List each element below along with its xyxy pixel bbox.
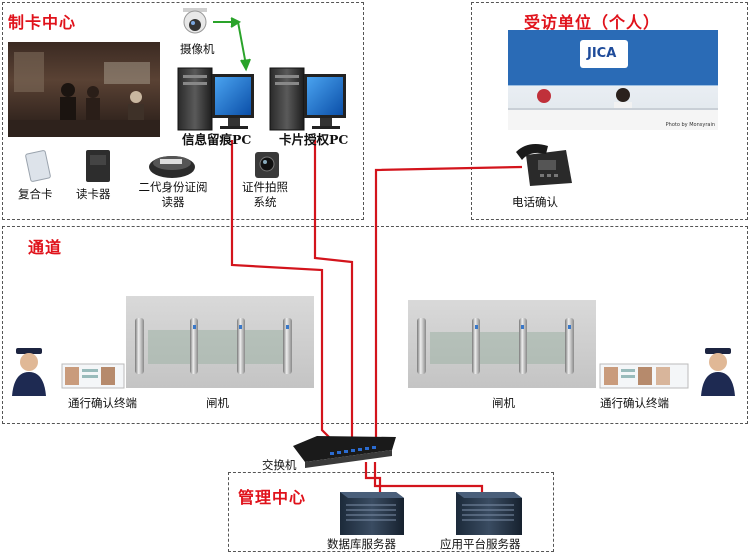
photo-system-label: 证件拍照系统 bbox=[242, 180, 288, 209]
management-title: 管理中心 bbox=[238, 488, 307, 507]
camera-icon bbox=[183, 8, 207, 34]
info-pc-label: 信息留痕PC bbox=[182, 132, 252, 147]
jica-logo: JICA bbox=[587, 46, 617, 61]
office-photo bbox=[8, 42, 160, 137]
management-zone bbox=[228, 472, 554, 552]
terminal-right-icon bbox=[599, 363, 689, 389]
left-gate-graphic bbox=[126, 296, 314, 388]
photo-credit: Photo by Monsyrain bbox=[665, 122, 715, 128]
right-gate-graphic bbox=[408, 300, 596, 388]
camera-link bbox=[213, 17, 251, 72]
card-reader-icon bbox=[86, 150, 110, 182]
card-center-title: 制卡中心 bbox=[8, 13, 77, 32]
cable-app bbox=[373, 462, 484, 492]
cable-info-pc bbox=[230, 140, 331, 439]
left-gate-label: 闸机 bbox=[206, 396, 229, 410]
reception-photo: JICA Photo by Monsyrain bbox=[508, 30, 718, 130]
cable-phone bbox=[374, 165, 523, 438]
info-pc-icon bbox=[177, 67, 254, 131]
switch-label: 交换机 bbox=[262, 458, 297, 472]
phone-icon bbox=[516, 144, 572, 186]
composite-card-label: 复合卡 bbox=[18, 187, 53, 201]
phone-label: 电话确认 bbox=[512, 195, 558, 209]
card-center-zone bbox=[2, 2, 364, 220]
terminal-left-icon bbox=[61, 363, 125, 389]
card-pc-label: 卡片授权PC bbox=[279, 132, 349, 147]
id-reader-icon bbox=[149, 156, 195, 178]
cable-card-pc bbox=[313, 140, 354, 438]
db-server-label: 数据库服务器 bbox=[327, 537, 396, 551]
left-terminal-label: 通行确认终端 bbox=[68, 396, 137, 410]
guard-right-icon bbox=[701, 348, 735, 396]
visited-unit-zone bbox=[471, 2, 748, 220]
card-pc-icon bbox=[269, 67, 346, 131]
guard-left-icon bbox=[12, 348, 46, 396]
camera-label: 摄像机 bbox=[180, 42, 215, 56]
app-server-label: 应用平台服务器 bbox=[440, 537, 521, 551]
switch-icon bbox=[293, 436, 396, 468]
id-reader-label: 二代身份证阅读器 bbox=[138, 180, 208, 209]
card-reader-label: 读卡器 bbox=[76, 187, 111, 201]
cable-db bbox=[364, 462, 382, 492]
app-server-icon bbox=[456, 492, 522, 535]
passage-title: 通道 bbox=[28, 238, 63, 257]
right-terminal-label: 通行确认终端 bbox=[600, 396, 669, 410]
visited-unit-title: 受访单位（个人） bbox=[524, 13, 661, 32]
photo-camera-icon bbox=[255, 152, 279, 178]
composite-card-icon bbox=[25, 150, 51, 182]
db-server-icon bbox=[340, 492, 404, 535]
right-gate-label: 闸机 bbox=[492, 396, 515, 410]
